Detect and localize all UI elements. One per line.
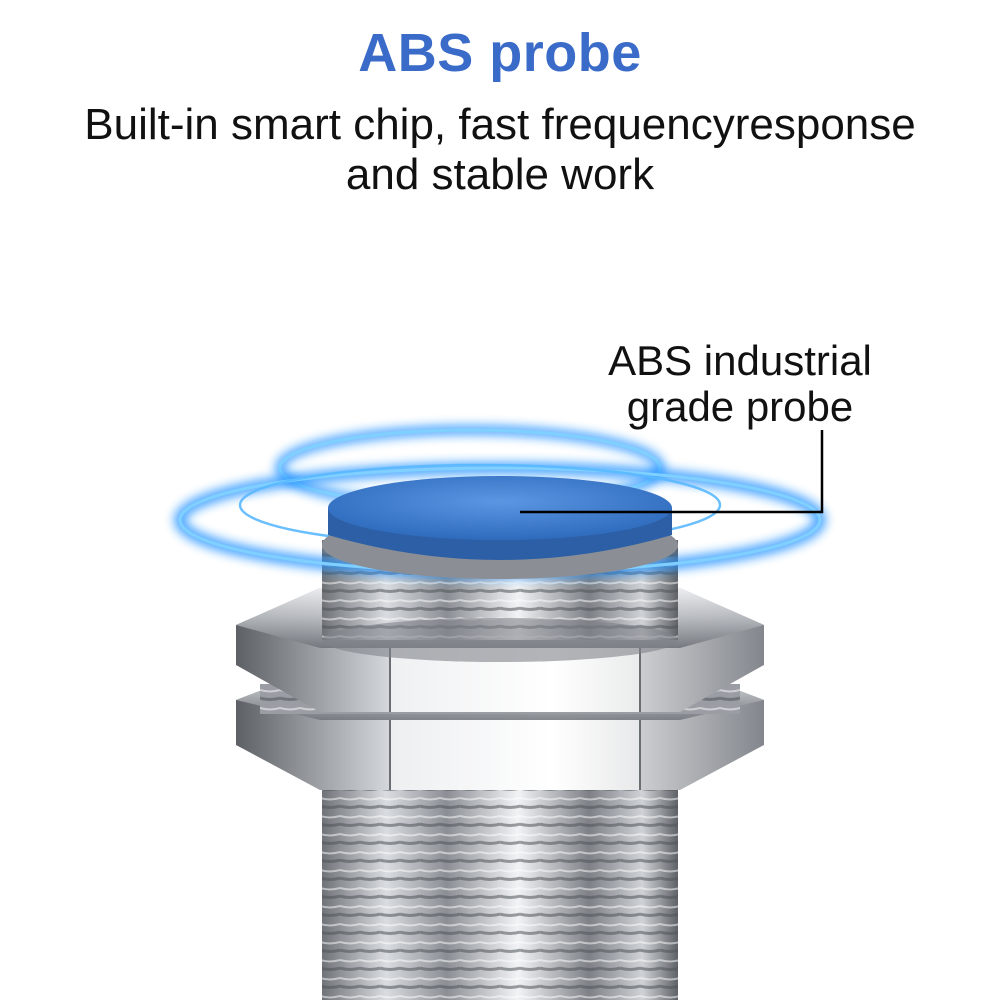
threaded-body [322,760,678,1000]
callout-leader-line [520,430,824,514]
subtitle: Built-in smart chip, fast frequencyrespo… [0,100,1000,200]
subtitle-line-2: and stable work [345,150,655,199]
subtitle-line-1: Built-in smart chip, fast frequencyrespo… [84,100,916,149]
probe-callout-label: ABS industrial grade probe [560,338,920,430]
callout-line-2: grade probe [626,383,854,430]
callout-line-1: ABS industrial [608,337,872,384]
page-title: ABS probe [358,23,642,83]
probe-cap [322,476,678,579]
